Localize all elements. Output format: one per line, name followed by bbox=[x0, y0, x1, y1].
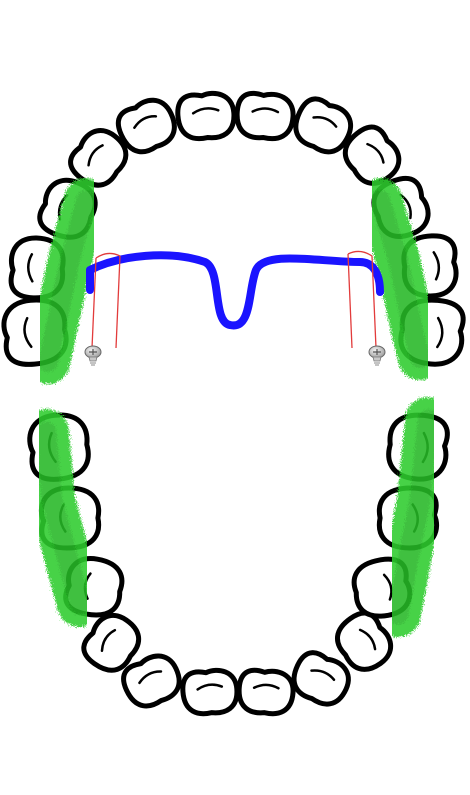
mini-screw-icon bbox=[368, 345, 386, 366]
upper-tooth-8 bbox=[293, 96, 354, 155]
lower-tooth-8 bbox=[291, 650, 351, 707]
lower-tooth-5 bbox=[121, 653, 182, 709]
lower-arch bbox=[23, 397, 451, 717]
upper-arch bbox=[1, 90, 466, 384]
palatal-arch-wire bbox=[86, 251, 384, 330]
lower-tooth-6 bbox=[180, 667, 240, 717]
lower-tooth-4 bbox=[81, 613, 142, 673]
lower-right-splint bbox=[23, 409, 103, 627]
upper-tooth-9 bbox=[342, 124, 402, 186]
upper-tooth-4 bbox=[68, 128, 129, 188]
lower-tooth-7 bbox=[236, 667, 296, 717]
upper-left-splint bbox=[358, 178, 442, 380]
upper-tooth-5 bbox=[115, 97, 177, 155]
orthodontic-appliance bbox=[84, 250, 386, 366]
upper-tooth-6 bbox=[175, 90, 237, 142]
left-spring bbox=[347, 250, 377, 349]
right-spring bbox=[91, 252, 121, 349]
lower-left-splint bbox=[375, 397, 451, 637]
upper-tooth-7 bbox=[234, 90, 296, 142]
mini-screw-icon bbox=[84, 345, 102, 366]
upper-right-splint bbox=[26, 178, 108, 384]
